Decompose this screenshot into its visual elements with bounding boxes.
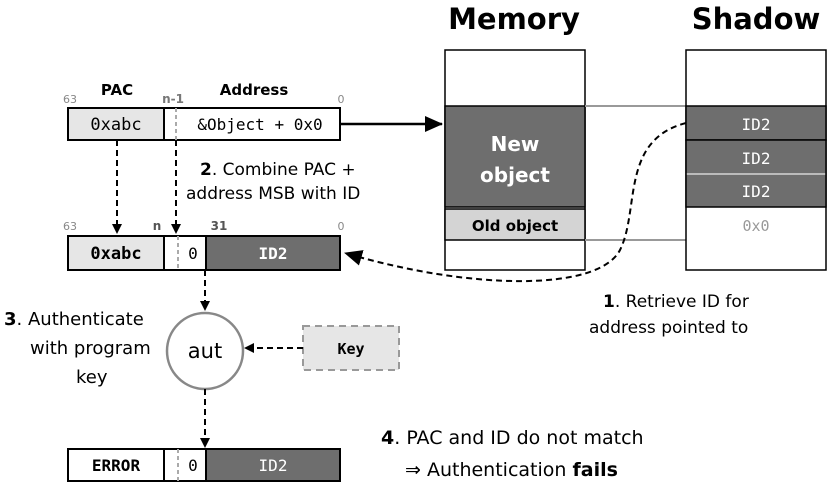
- combined-id-value: ID2: [259, 244, 288, 263]
- shadow-heading: Shadow: [692, 2, 821, 36]
- combined-bit-0: 0: [338, 220, 345, 233]
- bit-63-label: 63: [63, 93, 77, 106]
- memory-column: New object Old object: [444, 49, 586, 271]
- step2-line1: 2. Combine PAC +: [200, 160, 356, 180]
- error-label: ERROR: [92, 456, 141, 475]
- new-object-line1: New: [491, 132, 540, 156]
- shadow-cell-3-text: ID2: [742, 182, 771, 201]
- step3-line2: with program: [30, 338, 151, 359]
- combined-zero-value: 0: [188, 244, 198, 263]
- step3-line1: 3. Authenticate: [4, 309, 144, 330]
- step4-line1: 4. PAC and ID do not match: [381, 427, 644, 449]
- step3-line3: key: [76, 367, 108, 388]
- memory-heading: Memory: [448, 2, 580, 36]
- shadow-cell-2-text: ID2: [742, 149, 771, 168]
- address-value: &Object + 0x0: [197, 115, 322, 134]
- new-object-line2: object: [480, 163, 550, 187]
- pointer-row: 63 PAC n-1 Address 0 0xabc &Object + 0x0: [63, 81, 345, 141]
- shadow-cell-1-text: ID2: [742, 115, 771, 134]
- aut-label: aut: [188, 339, 222, 363]
- bit-n1-label: n-1: [162, 92, 184, 106]
- bit-0-label: 0: [338, 93, 345, 106]
- pac-label: PAC: [101, 81, 133, 99]
- combined-zero-field: [163, 235, 207, 271]
- error-id-field: [205, 448, 341, 482]
- address-label: Address: [220, 81, 289, 99]
- combined-row: 63 n 31 0 0xabc 0 ID2: [63, 219, 345, 271]
- old-object-block: [444, 208, 586, 241]
- new-object-block: [444, 105, 586, 208]
- step4-line2: ⇒ Authentication fails: [405, 459, 618, 481]
- retrieve-id-curve: [344, 122, 687, 283]
- combined-bit-n: n: [153, 219, 162, 233]
- step1-line2: address pointed to: [589, 318, 748, 338]
- combined-bit-63: 63: [63, 220, 77, 233]
- key-box: [302, 325, 400, 371]
- combined-pac-field: [67, 235, 165, 271]
- shadow-column: ID2 ID2 ID2 0x0: [685, 49, 827, 271]
- combined-pac-value: 0xabc: [90, 244, 141, 264]
- step1-line1: 1. Retrieve ID for: [603, 292, 749, 312]
- combined-id-field: [205, 235, 341, 271]
- error-zero-value: 0: [188, 456, 198, 475]
- pac-value: 0xabc: [90, 115, 141, 135]
- error-zero-field: [163, 448, 207, 482]
- error-row: ERROR 0 ID2: [67, 448, 341, 482]
- shadow-cell-4-text: 0x0: [742, 217, 769, 235]
- old-object-label: Old object: [472, 217, 558, 235]
- step2-line2: address MSB with ID: [186, 184, 360, 204]
- error-id-value: ID2: [259, 456, 288, 475]
- combined-bit-31: 31: [211, 219, 228, 233]
- key-label: Key: [337, 340, 364, 358]
